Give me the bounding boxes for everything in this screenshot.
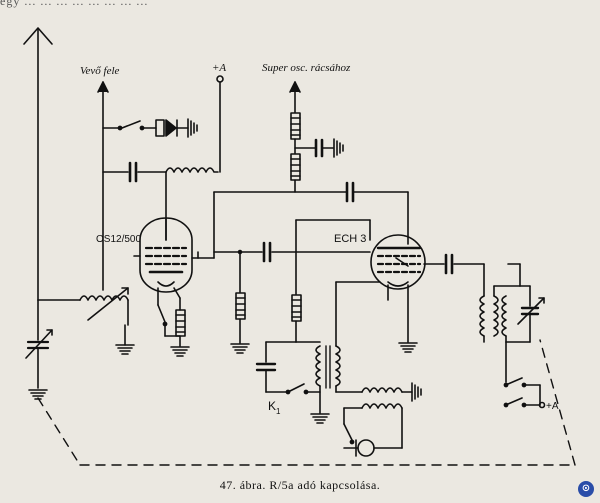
ground-symbol-coil bbox=[115, 344, 135, 355]
variable-capacitor-left bbox=[25, 329, 53, 359]
resistor-mid bbox=[291, 294, 302, 322]
capacitor-osc bbox=[314, 138, 324, 158]
ground-symbol-grid1 bbox=[230, 343, 250, 354]
resistor-cathode bbox=[175, 309, 186, 337]
logo-icon: ⊙ bbox=[578, 481, 594, 497]
label-plus-a-top: +A bbox=[212, 62, 226, 74]
output-coil-b bbox=[361, 403, 403, 409]
capacitor-bus bbox=[345, 181, 355, 203]
label-plus-a-right: +A bbox=[546, 401, 559, 412]
label-vevo-fele: Vevő fele bbox=[80, 65, 120, 77]
resistor-osc-top bbox=[290, 112, 301, 140]
diode-symbol bbox=[155, 119, 178, 137]
enclosure-dashed-outline bbox=[37, 339, 576, 466]
switch-k1 bbox=[285, 383, 309, 395]
switch-right-lower bbox=[503, 397, 546, 409]
ground-symbol-tube1 bbox=[170, 346, 190, 357]
headphone-symbol bbox=[355, 439, 375, 457]
coupling-coil bbox=[79, 287, 129, 326]
label-tube-ech3: ECH 3 bbox=[334, 233, 366, 245]
output-coil-a bbox=[361, 387, 403, 393]
label-tube-os12-500: OS12/500 bbox=[96, 234, 141, 245]
resistor-osc-bottom bbox=[290, 153, 301, 181]
label-k1-sub: 1 bbox=[276, 407, 281, 416]
capacitor-output bbox=[444, 253, 454, 275]
capacitor-coupling bbox=[262, 241, 272, 263]
ground-symbol-tube2 bbox=[398, 342, 418, 353]
tank-coil bbox=[479, 295, 507, 337]
ground-symbol-diode bbox=[187, 118, 198, 138]
top-text-fragment: egy ... ... ... ... ... ... ... ... bbox=[0, 0, 149, 8]
super-osc-line bbox=[289, 81, 301, 113]
switch-top bbox=[117, 120, 145, 131]
plate-choke-coil bbox=[165, 167, 219, 173]
ground-symbol-k1-right bbox=[411, 382, 422, 402]
capacitor-rx bbox=[128, 161, 138, 183]
transformer-k1 bbox=[315, 345, 341, 389]
label-super-osc: Super osc. rácsához bbox=[262, 62, 351, 74]
vacuum-tube-os12-500 bbox=[133, 217, 193, 293]
capacitor-k1 bbox=[255, 362, 277, 372]
ground-symbol-k1 bbox=[310, 413, 330, 424]
switch-right-upper bbox=[503, 377, 541, 388]
figure-caption: 47. ábra. R/5a adó kapcsolása. bbox=[219, 478, 381, 492]
circuit-diagram: Vevő fele +A Super osc. rácsához OS12/50… bbox=[23, 27, 576, 466]
variable-capacitor-tank bbox=[517, 297, 545, 325]
receiver-side-line bbox=[97, 81, 109, 291]
antenna-symbol bbox=[23, 27, 53, 301]
ground-symbol-osc bbox=[333, 138, 344, 158]
vacuum-tube-ech3 bbox=[370, 234, 426, 290]
resistor-grid1 bbox=[235, 292, 246, 320]
label-k1: K bbox=[268, 399, 276, 413]
